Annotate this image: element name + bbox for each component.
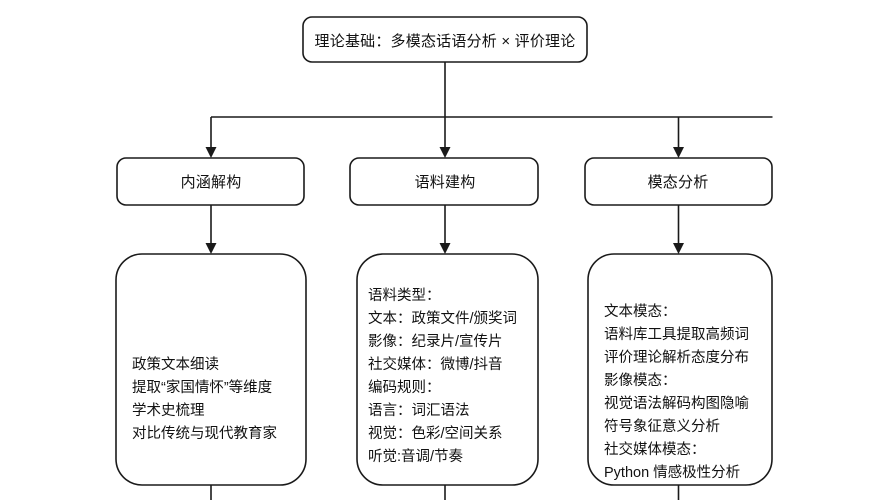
arrow-head-branch-2 bbox=[439, 147, 451, 158]
detail-line: 听觉:音调/节奏 bbox=[368, 449, 464, 465]
detail-line: 编码规则： bbox=[368, 380, 441, 396]
detail-line: 对比传统与现代教育家 bbox=[132, 426, 277, 442]
arrow-head-branch-3 bbox=[673, 147, 684, 158]
branch-header-box-2[interactable] bbox=[349, 157, 539, 206]
detail-line: Python 情感极性分析 bbox=[604, 465, 741, 481]
detail-line: 提取“家国情怀”等维度 bbox=[132, 380, 273, 396]
detail-line: 视觉语法解码构图隐喻 bbox=[604, 396, 749, 412]
detail-line: 社交媒体模态： bbox=[604, 442, 706, 458]
detail-line: 学术史梳理 bbox=[132, 403, 205, 419]
arrow-head-detail-2 bbox=[439, 243, 451, 254]
branch-detail-text-3: 文本模态： 语料库工具提取高频词评价理论解析态度分布影像模态： 视觉语法解码构图隐喻… bbox=[604, 301, 749, 485]
branch-header-label-3: 模态分析 bbox=[647, 174, 709, 191]
branch-detail-box-2[interactable] bbox=[356, 253, 539, 486]
detail-line: 评价理论解析态度分布 bbox=[604, 350, 749, 366]
branch-detail-text-2: 语料类型： 文本：政策文件/颁奖词影像：纪录片/宣传片社交媒体：微博/抖音编码规则… bbox=[368, 285, 517, 469]
detail-line: 文本模态： bbox=[604, 304, 677, 320]
root-node-label: 理论基础：多模态话语分析 × 评价理论 bbox=[314, 33, 576, 50]
branch-detail-text-1: 政策文本细读提取“家国情怀”等维度学术史梳理对比传统与现代教育家 bbox=[132, 354, 277, 446]
detail-line: 政策文本细读 bbox=[132, 357, 219, 373]
detail-line: 视觉：色彩/空间关系 bbox=[368, 426, 503, 442]
arrow-head-detail-3 bbox=[673, 243, 684, 254]
branch-header-label-1: 内涵解构 bbox=[180, 174, 242, 191]
arrow-head-branch-1 bbox=[205, 147, 217, 158]
detail-line: 影像：纪录片/宣传片 bbox=[368, 334, 503, 350]
detail-line: 影像模态： bbox=[604, 373, 677, 389]
arrow-head-detail-1 bbox=[205, 243, 217, 254]
detail-line: 语料库工具提取高频词 bbox=[604, 327, 749, 343]
detail-line: 文本：政策文件/颁奖词 bbox=[368, 311, 518, 327]
detail-line: 符号象征意义分析 bbox=[604, 419, 720, 435]
detail-line: 语料类型： bbox=[368, 288, 441, 304]
branch-header-label-2: 语料建构 bbox=[414, 174, 476, 191]
detail-line: 社交媒体：微博/抖音 bbox=[368, 357, 503, 373]
branch-detail-box-3[interactable] bbox=[587, 253, 773, 486]
detail-line: 语言：词汇语法 bbox=[368, 403, 470, 419]
